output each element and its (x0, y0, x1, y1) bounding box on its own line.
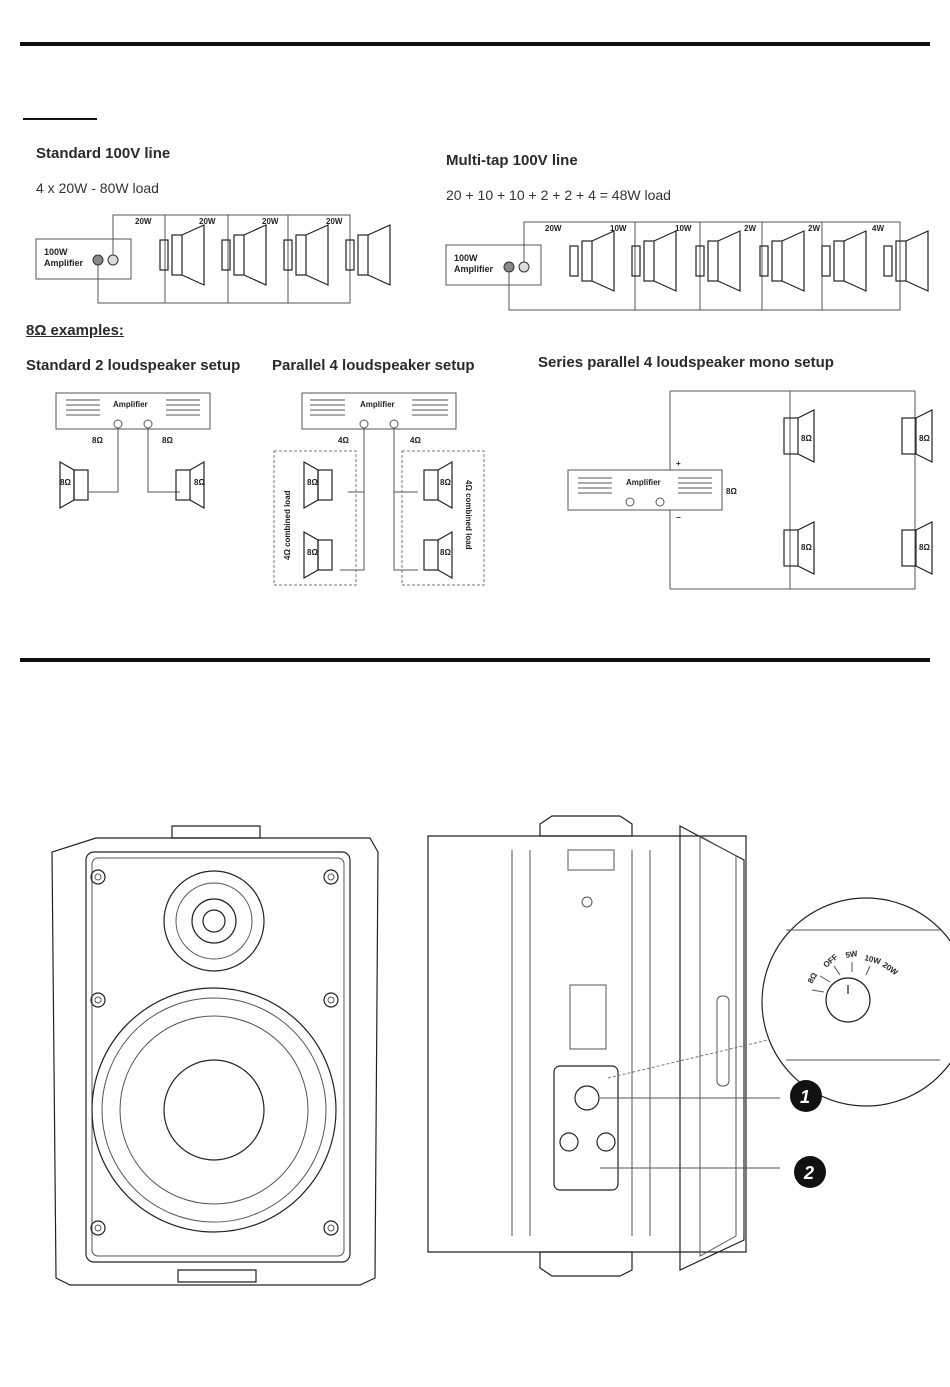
amp-label-line2: Amplifier (44, 258, 84, 268)
amplifier-box (301, 392, 457, 430)
rear-panel (553, 1065, 619, 1191)
series-parallel-title: Series parallel 4 loudspeaker mono setup (538, 354, 834, 371)
amplifier-box (445, 244, 542, 286)
combined-load-label: 4Ω combined load (283, 490, 292, 560)
speaker-impedance: 8Ω (60, 478, 71, 487)
knob-setting: 8Ω (806, 971, 820, 985)
knob-setting: 5W (845, 949, 859, 960)
amplifier-box (567, 469, 723, 511)
amp-label: Amplifier (113, 400, 148, 409)
amplifier-box (55, 392, 211, 430)
amp-label-line1: 100W (44, 247, 68, 257)
line-impedance: 8Ω (162, 436, 173, 445)
speaker-impedance: 8Ω (440, 548, 451, 557)
amp-label: Amplifier (360, 400, 395, 409)
multitap-100v-subtitle: 20 + 10 + 10 + 2 + 2 + 4 = 48W load (446, 187, 671, 203)
terminal-icon (503, 261, 515, 273)
knob-setting: 10W (863, 953, 882, 966)
tap-label: 2W (808, 224, 820, 233)
plus-sign: + (676, 459, 681, 468)
binding-post-icon (596, 1132, 616, 1152)
tap-label: 20W (545, 224, 562, 233)
callout-number: 2 (803, 1163, 814, 1183)
terminal-icon (92, 254, 104, 266)
combined-load-label: 4Ω combined load (464, 480, 473, 550)
knob-setting: 20W (881, 960, 900, 977)
speaker-impedance: 8Ω (801, 434, 812, 443)
knob-setting: OFF (822, 952, 840, 969)
multitap-100v-diagram: 100W Amplifier 20W 10W 10W 2W 2W 4W (445, 221, 929, 311)
line-impedance: 4Ω (410, 436, 421, 445)
callout-number: 1 (800, 1087, 810, 1107)
knob-icon (825, 977, 871, 1023)
speaker-impedance: 8Ω (194, 478, 205, 487)
standard-two-title: Standard 2 loudspeaker setup (26, 357, 241, 374)
minus-sign: − (676, 513, 681, 522)
speaker-impedance: 8Ω (919, 434, 930, 443)
multitap-100v-title: Multi-tap 100V line (446, 152, 578, 169)
line-impedance: 4Ω (338, 436, 349, 445)
tap-label: 10W (610, 224, 627, 233)
ohm-examples-heading: 8Ω examples: (26, 322, 124, 339)
parallel-four-diagram: Amplifier 4Ω 4Ω 8Ω 8Ω 8Ω 8Ω 4Ω combined … (273, 392, 485, 586)
amp-label-line2: Amplifier (454, 264, 494, 274)
callout-2: 2 (794, 1156, 826, 1188)
top-divider (20, 42, 930, 46)
parallel-four-title: Parallel 4 loudspeaker setup (272, 357, 475, 374)
speaker-impedance: 8Ω (307, 548, 318, 557)
amp-label-line1: 100W (454, 253, 478, 263)
woofer-icon (91, 987, 337, 1233)
combined-load-box (401, 450, 485, 586)
tap-label: 4W (872, 224, 884, 233)
speaker-front-view (51, 825, 379, 1286)
amp-label: Amplifier (626, 478, 661, 487)
speaker-row (569, 230, 929, 292)
combined-load-box (273, 450, 357, 586)
binding-post-icon (559, 1132, 579, 1152)
standard-two-diagram: Amplifier 8Ω 8Ω 8Ω 8Ω (55, 392, 211, 510)
tap-label: 2W (744, 224, 756, 233)
section-underline (23, 118, 97, 120)
amp-load: 8Ω (726, 487, 737, 496)
speaker-impedance: 8Ω (919, 543, 930, 552)
amplifier-box (35, 238, 132, 280)
line-impedance: 8Ω (92, 436, 103, 445)
tap-label: 20W (135, 217, 152, 226)
standard-100v-title: Standard 100V line (36, 145, 171, 162)
speaker-impedance: 8Ω (440, 478, 451, 487)
callout-1: 1 (790, 1080, 822, 1112)
tap-label: 10W (675, 224, 692, 233)
knob-inset: 8Ω OFF 5W 10W 20W (761, 897, 950, 1107)
power-tap-knob-icon (574, 1085, 600, 1111)
tweeter-icon (163, 870, 265, 972)
speaker-impedance: 8Ω (307, 478, 318, 487)
speaker-impedance: 8Ω (801, 543, 812, 552)
speaker-rear-view (427, 815, 780, 1277)
series-parallel-diagram: Amplifier 8Ω + − 8Ω 8Ω 8Ω 8Ω (567, 390, 933, 590)
terminal-icon (107, 254, 119, 266)
speaker-row (159, 224, 391, 286)
tap-label: 20W (326, 217, 343, 226)
section-divider (20, 658, 930, 662)
tap-label: 20W (199, 217, 216, 226)
tap-label: 20W (262, 217, 279, 226)
standard-100v-subtitle: 4 x 20W - 80W load (36, 180, 159, 196)
standard-100v-diagram: 100W Amplifier 20W 20W 20W 20W (35, 214, 391, 304)
terminal-icon (518, 261, 530, 273)
